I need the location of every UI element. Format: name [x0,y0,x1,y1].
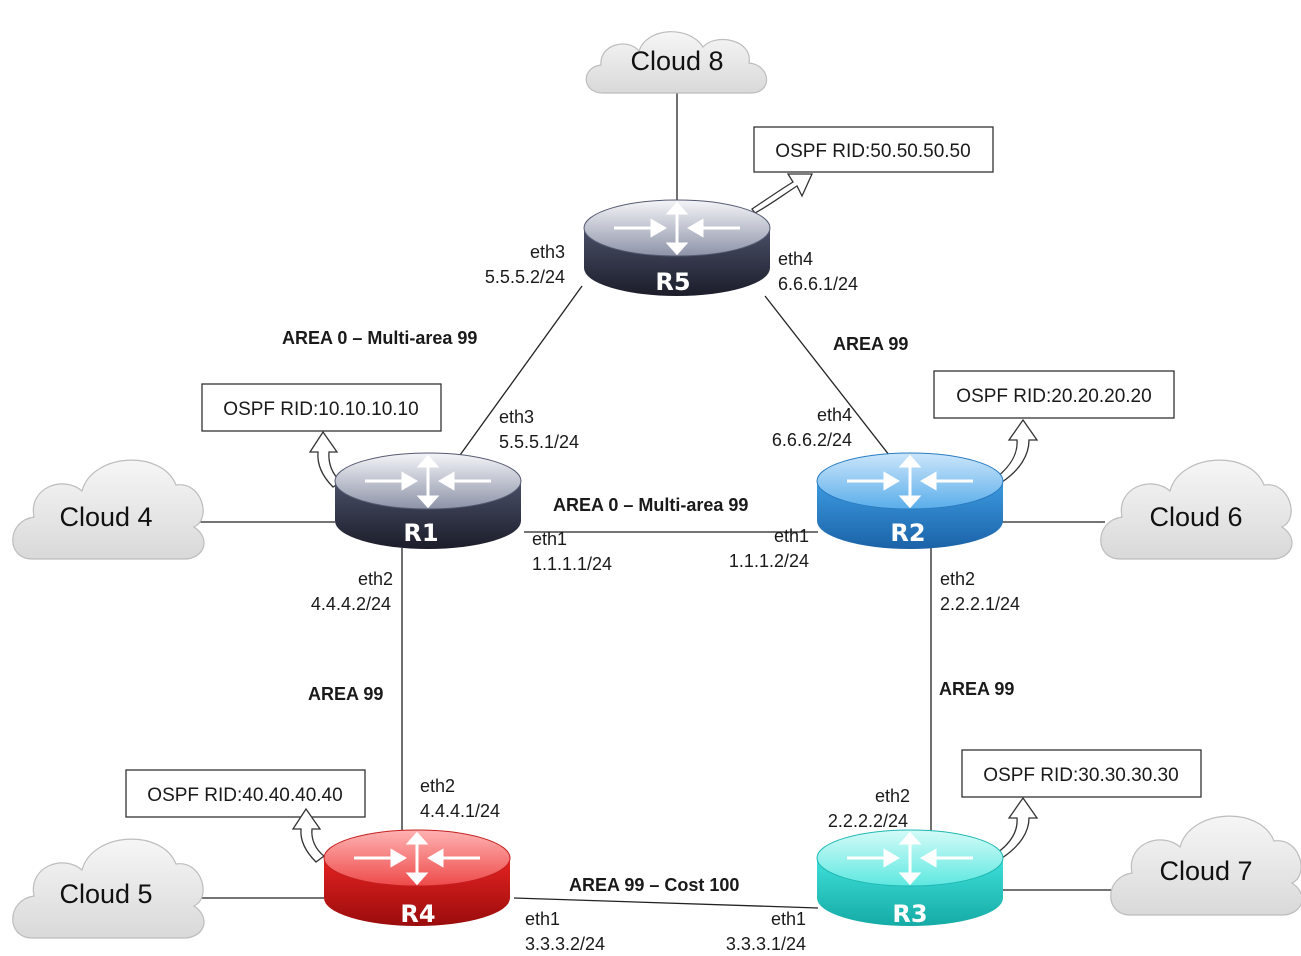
cloud-5-label: Cloud 5 [59,879,152,909]
iface-r2-eth1-name: eth1 [774,526,809,546]
area-label-r4-r3: AREA 99 – Cost 100 [569,875,739,895]
rid-r3-text: OSPF RID:30.30.30.30 [983,765,1178,786]
iface-r2-eth1-ip: 1.1.1.2/24 [729,551,809,571]
iface-r5-eth3: eth3 5.5.5.2/24 [485,242,565,287]
router-r1[interactable]: R1 [334,452,522,549]
iface-r1-eth1-ip: 1.1.1.1/24 [532,554,612,574]
cloud-4: Cloud 4 [12,459,205,560]
iface-r1-eth2-ip: 4.4.4.2/24 [311,594,391,614]
iface-r1-eth3: eth3 5.5.5.1/24 [499,407,579,452]
iface-r3-eth2-ip: 2.2.2.2/24 [828,811,908,831]
cloud-4-label: Cloud 4 [59,502,152,532]
iface-r4-eth1: eth1 3.3.3.2/24 [525,909,605,954]
rid-r5-text: OSPF RID:50.50.50.50 [775,141,970,162]
iface-r4-eth1-ip: 3.3.3.2/24 [525,934,605,954]
router-r5-arrows-icon [614,201,740,256]
iface-r5-eth4: eth4 6.6.6.1/24 [778,249,858,294]
rid-r2-text: OSPF RID:20.20.20.20 [956,386,1151,407]
cloud-6: Cloud 6 [1100,459,1293,560]
iface-r2-eth4: eth4 6.6.6.2/24 [772,405,852,450]
iface-r4-eth1-name: eth1 [525,909,560,929]
rid-box-r2: OSPF RID:20.20.20.20 [933,370,1175,419]
iface-r3-eth1-name: eth1 [771,909,806,929]
area-label-r5-r2: AREA 99 [833,334,908,354]
router-r2-label: R2 [890,519,925,547]
router-r2[interactable]: R2 [816,452,1004,549]
iface-r1-eth3-name: eth3 [499,407,534,427]
iface-r3-eth1: eth1 3.3.3.1/24 [726,909,806,954]
rid-arrow-r5 [751,173,814,214]
router-r3-arrows-icon [847,831,973,886]
iface-r3-eth1-ip: 3.3.3.1/24 [726,934,806,954]
iface-r1-eth2-name: eth2 [358,569,393,589]
link-r5-r1 [454,285,583,463]
rid-r1-text: OSPF RID:10.10.10.10 [223,399,418,420]
area-label-r1-r2: AREA 0 – Multi-area 99 [553,495,748,515]
rid-arrow-r4 [291,807,326,863]
router-r1-arrows-icon [365,454,491,509]
router-r5-label: R5 [655,268,690,296]
iface-r1-eth2: eth2 4.4.4.2/24 [311,569,393,614]
cloud-7-label: Cloud 7 [1159,856,1252,886]
cloud-8: Cloud 8 [585,31,768,94]
rid-box-r1: OSPF RID:10.10.10.10 [201,383,442,432]
cloud-8-label: Cloud 8 [630,46,723,76]
iface-r2-eth4-name: eth4 [817,405,852,425]
router-r1-label: R1 [403,519,438,547]
iface-r2-eth1: eth1 1.1.1.2/24 [729,526,809,571]
iface-r3-eth2: eth2 2.2.2.2/24 [828,786,910,831]
iface-r4-eth2-ip: 4.4.4.1/24 [420,801,500,821]
iface-r5-eth3-ip: 5.5.5.2/24 [485,267,565,287]
router-r5[interactable]: R5 [583,199,771,296]
iface-r1-eth3-ip: 5.5.5.1/24 [499,432,579,452]
area-label-r1-r4: AREA 99 [308,684,383,704]
router-r3-label: R3 [892,900,927,928]
cloud-7: Cloud 7 [1110,815,1301,916]
router-r3[interactable]: R3 [816,829,1004,928]
cloud-6-label: Cloud 6 [1149,502,1242,532]
rid-r4-text: OSPF RID:40.40.40.40 [147,785,342,806]
rid-arrow-r1 [308,430,343,488]
link-r5-r2 [764,295,894,461]
area-label-r5-r1: AREA 0 – Multi-area 99 [282,328,477,348]
router-r4-arrows-icon [354,831,480,886]
area-label-r2-r3: AREA 99 [939,679,1014,699]
iface-r1-eth1-name: eth1 [532,529,567,549]
rid-box-r4: OSPF RID:40.40.40.40 [125,769,366,818]
rid-arrow-r2 [996,418,1039,483]
iface-r1-eth1: eth1 1.1.1.1/24 [532,529,612,574]
iface-r5-eth3-name: eth3 [530,242,565,262]
iface-r4-eth2: eth2 4.4.4.1/24 [420,776,500,821]
iface-r5-eth4-name: eth4 [778,249,813,269]
rid-arrow-r3 [996,796,1039,859]
router-r2-arrows-icon [847,454,973,509]
router-r4-label: R4 [400,900,435,928]
iface-r2-eth2: eth2 2.2.2.1/24 [940,569,1020,614]
iface-r3-eth2-name: eth2 [875,786,910,806]
link-r4-r3 [513,897,819,909]
iface-r5-eth4-ip: 6.6.6.1/24 [778,274,858,294]
iface-r2-eth4-ip: 6.6.6.2/24 [772,430,852,450]
router-r4[interactable]: R4 [323,829,511,928]
rid-box-r5: OSPF RID:50.50.50.50 [753,126,994,173]
iface-r2-eth2-name: eth2 [940,569,975,589]
rid-box-r3: OSPF RID:30.30.30.30 [961,749,1202,798]
cloud-5: Cloud 5 [12,838,205,939]
iface-r2-eth2-ip: 2.2.2.1/24 [940,594,1020,614]
iface-r4-eth2-name: eth2 [420,776,455,796]
